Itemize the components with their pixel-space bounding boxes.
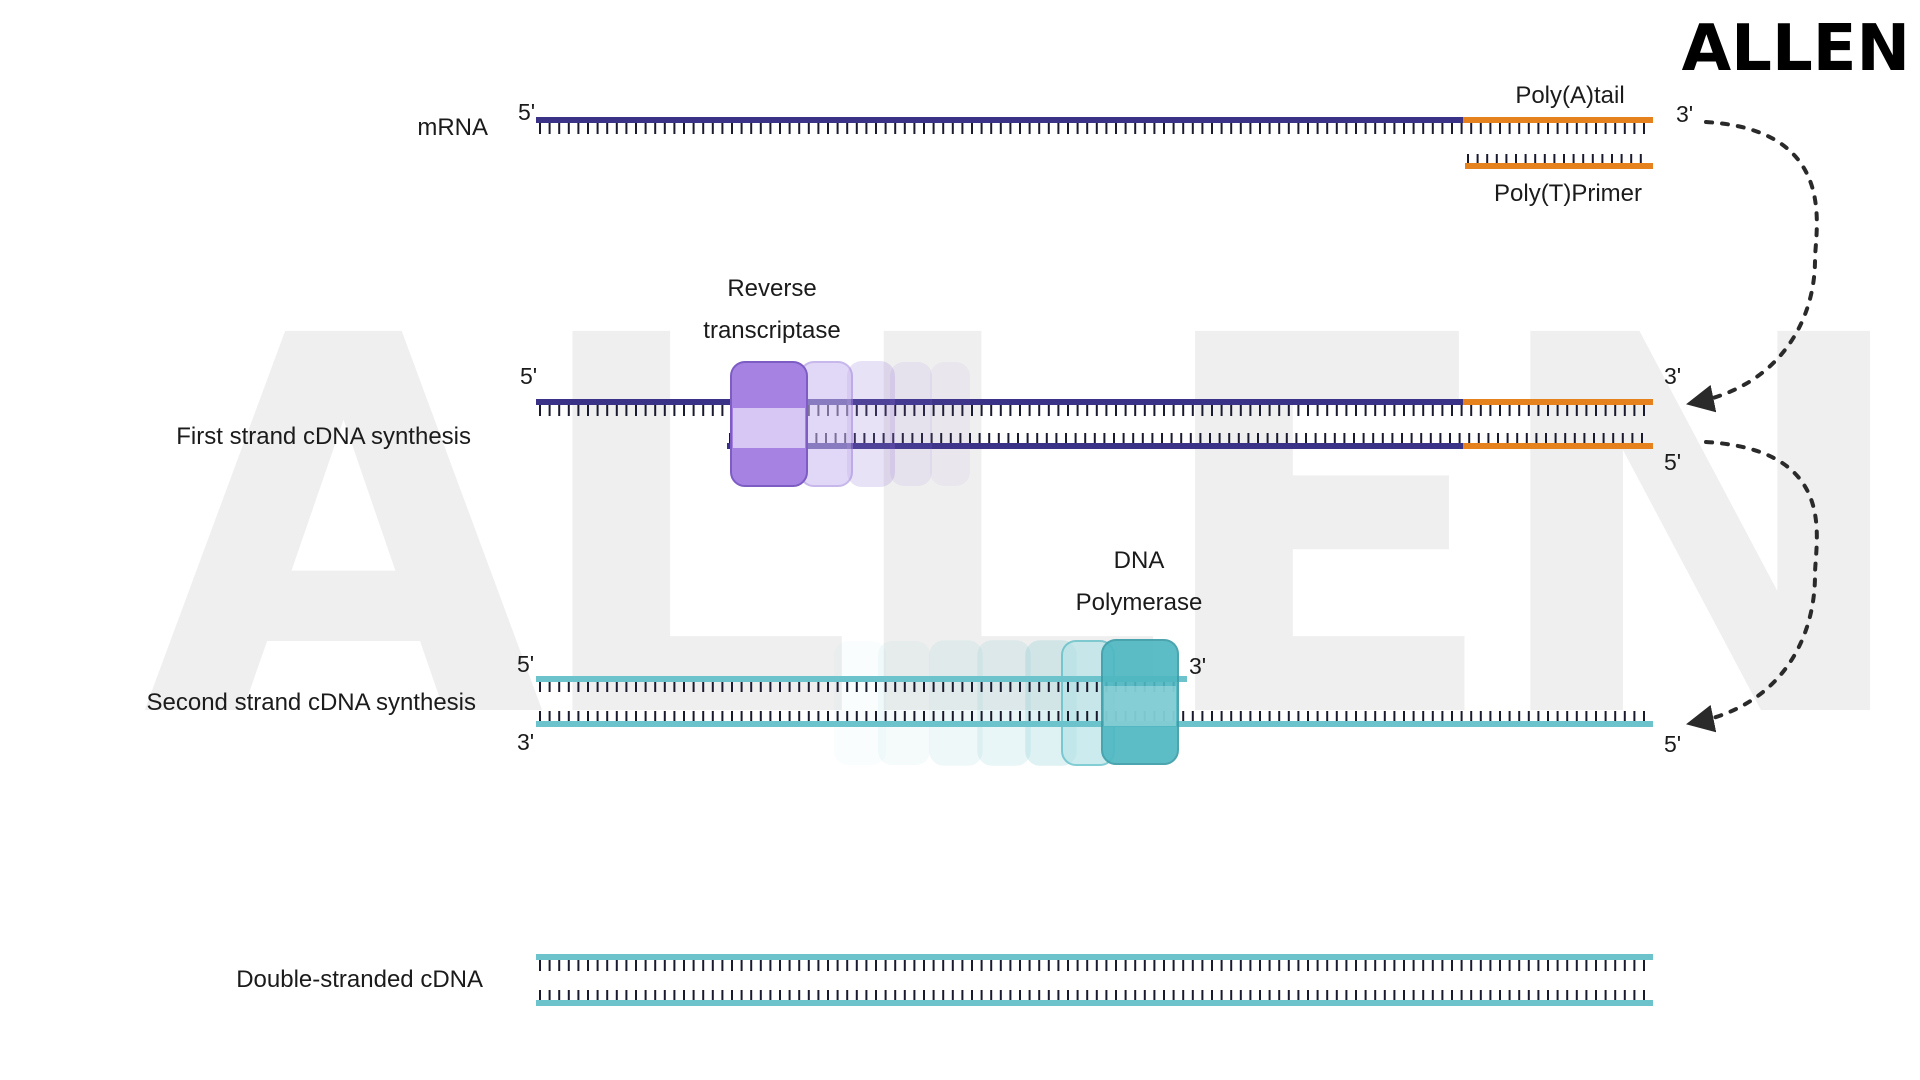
mrna-label: mRNA [417,114,488,141]
second-strand-label: Second strand cDNA synthesis [147,689,477,716]
ds-top-bases [539,960,1645,971]
first-strand-5prime-top: 5' [520,363,537,389]
watermark: ALLEN [142,227,1918,833]
first-strand-row: First strand cDNA synthesis 5' 3' 5' Rev… [176,275,1681,487]
dna-polymerase-label-line1: DNA [1114,547,1165,574]
dna-polymerase-enzyme [1101,639,1179,765]
primer-bases [1467,154,1642,164]
mrna-3prime: 3' [1676,101,1693,127]
polyT-primer-label: Poly(T)Primer [1494,180,1642,207]
mrna-5prime: 5' [518,99,535,125]
dna-polymerase-label-line2: Polymerase [1076,589,1203,616]
arrow-first-to-second-strand [1686,440,1819,733]
double-stranded-row: Double-stranded cDNA [236,954,1653,1006]
mrna-row: mRNA 5' 3' Poly(A)tail Poly(T)Primer [417,82,1693,207]
second-strand-3prime-bottom: 3' [517,729,534,755]
reverse-transcriptase-enzyme [730,361,970,487]
second-strand-row: Second strand cDNA synthesis 5' 3' 3' 5'… [147,547,1681,766]
reverse-transcriptase-label-line2: transcriptase [703,317,840,344]
second-strand-3prime-growing: 3' [1189,653,1206,679]
watermark-text: ALLEN [142,227,1898,833]
second-strand-bases [539,682,1175,692]
dna-polymerase-trail [834,640,1115,766]
arrow-mrna-to-first-strand [1686,120,1819,413]
allen-logo: ALLEN [1682,12,1910,86]
first-strand-label: First strand cDNA synthesis [176,423,471,450]
double-stranded-label: Double-stranded cDNA [236,966,483,993]
ds-bottom-bases [539,990,1645,1000]
reverse-transcriptase-label-line1: Reverse [727,275,816,302]
second-strand-5prime-top: 5' [517,651,534,677]
second-strand-5prime-right: 5' [1664,731,1681,757]
first-strand-5prime-bottom: 5' [1664,449,1681,475]
mrna-bases [539,123,1645,134]
first-strand-3prime-top: 3' [1664,363,1681,389]
polyA-tail-label: Poly(A)tail [1515,82,1624,109]
